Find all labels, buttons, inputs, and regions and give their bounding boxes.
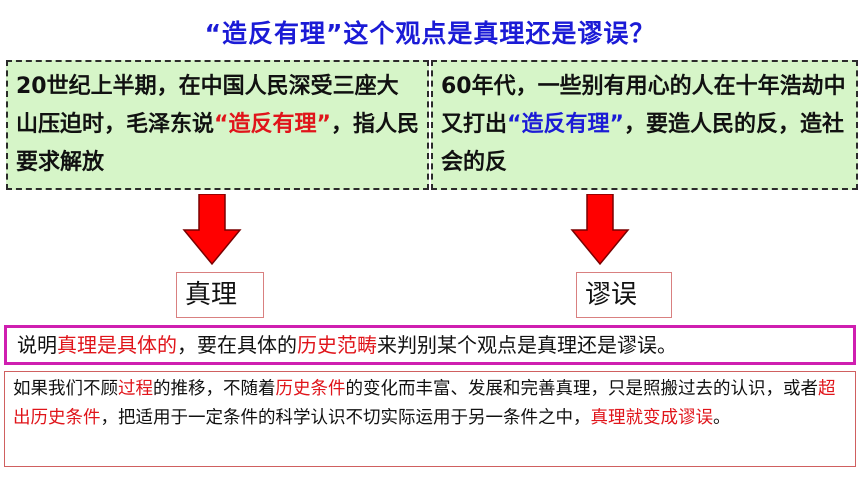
summary-text: 说明 xyxy=(17,333,57,357)
left-box-highlight: “造反有理” xyxy=(214,112,331,137)
fallacy-label: 谬误 xyxy=(576,272,672,318)
note-text: 的变化而丰富、发展和完善真理，只是照搬过去的认识，或者 xyxy=(345,379,819,399)
note-highlight: 真理就变成谬误 xyxy=(590,408,714,428)
summary-highlight-historical-category: 历史范畴 xyxy=(297,333,377,357)
truth-label: 真理 xyxy=(176,272,264,318)
right-box-highlight: “造反有理” xyxy=(507,112,624,137)
right-box-text-end: ，要造人民的反，造社会的反 xyxy=(441,112,844,175)
summary-box: 说明真理是具体的，要在具体的历史范畴来判别某个观点是真理还是谬误。 xyxy=(4,325,856,365)
down-arrow-left-icon xyxy=(182,194,242,266)
right-box-text: 60年代，一些别有用心的人在十年浩劫中又打出 xyxy=(441,74,846,137)
note-text: 的推移，不随着 xyxy=(153,379,276,399)
right-context-box: 60年代，一些别有用心的人在十年浩劫中又打出“造反有理”，要造人民的反，造社会的… xyxy=(431,60,858,190)
summary-text: 来判别某个观点是真理还是谬误。 xyxy=(377,333,677,357)
note-highlight: 过程 xyxy=(118,379,153,399)
summary-text: ，要在具体的 xyxy=(177,333,297,357)
page-title: “造反有理”这个观点是真理还是谬误？ xyxy=(204,19,656,48)
note-highlight: 超出历史条件 xyxy=(13,379,836,428)
left-box-text-end: ，指人民要求解放 xyxy=(16,112,419,175)
explanation-box: 如果我们不顾过程的推移，不随着历史条件的变化而丰富、发展和完善真理，只是照搬过去… xyxy=(4,371,856,467)
note-text: 如果我们不顾 xyxy=(13,379,118,399)
note-text: 。 xyxy=(713,408,731,428)
summary-highlight-concrete-truth: 真理是具体的 xyxy=(57,333,177,357)
down-arrow-right-icon xyxy=(570,194,630,266)
note-highlight: 历史条件 xyxy=(275,379,346,399)
left-context-box: 20世纪上半期，在中国人民深受三座大山压迫时，毛泽东说“造反有理”，指人民要求解… xyxy=(6,60,429,190)
note-text: ，把适用于一定条件的科学认识不切实际运用于另一条件之中， xyxy=(100,408,591,428)
left-box-text: 20世纪上半期，在中国人民深受三座大山压迫时，毛泽东说 xyxy=(16,74,399,137)
